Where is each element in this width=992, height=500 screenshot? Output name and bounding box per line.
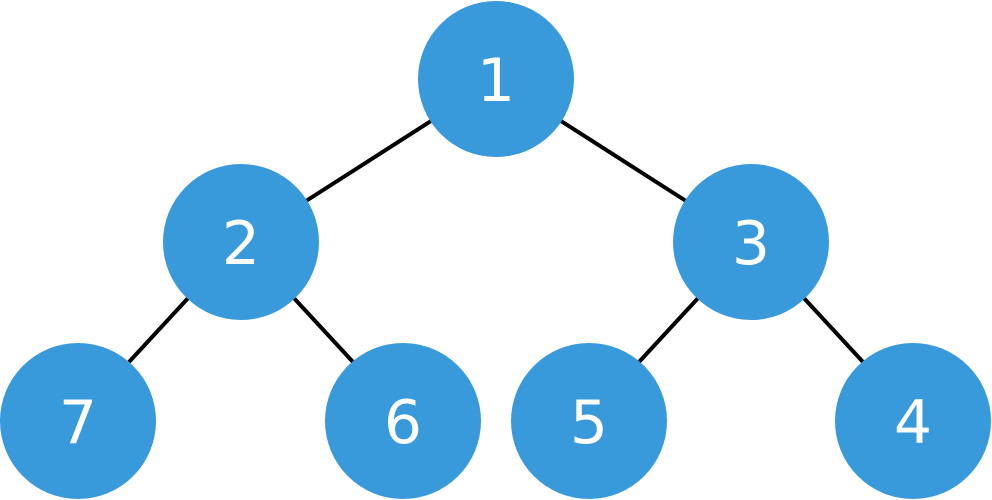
node-label: 6 <box>384 388 422 458</box>
node-circle <box>0 343 156 499</box>
node-label: 5 <box>570 388 608 458</box>
node-circle <box>511 343 667 499</box>
edge-2-7 <box>127 294 192 364</box>
node-circle <box>418 1 574 157</box>
node-label: 2 <box>222 209 260 279</box>
node-label: 7 <box>59 388 97 458</box>
tree-node-4: 4 <box>835 343 991 499</box>
node-label: 3 <box>732 209 770 279</box>
edge-1-3 <box>559 119 688 203</box>
edge-3-5 <box>637 294 702 364</box>
node-circle <box>163 164 319 320</box>
tree-node-7: 7 <box>0 343 156 499</box>
edge-3-4 <box>800 294 865 364</box>
node-circle <box>673 164 829 320</box>
node-label: 1 <box>477 46 515 116</box>
edge-2-6 <box>290 294 355 364</box>
tree-edges <box>127 119 865 364</box>
node-circle <box>835 343 991 499</box>
tree-node-6: 6 <box>325 343 481 499</box>
tree-node-2: 2 <box>163 164 319 320</box>
node-circle <box>325 343 481 499</box>
tree-node-1: 1 <box>418 1 574 157</box>
tree-node-3: 3 <box>673 164 829 320</box>
tree-node-5: 5 <box>511 343 667 499</box>
edge-1-2 <box>304 119 433 203</box>
node-label: 4 <box>894 388 932 458</box>
